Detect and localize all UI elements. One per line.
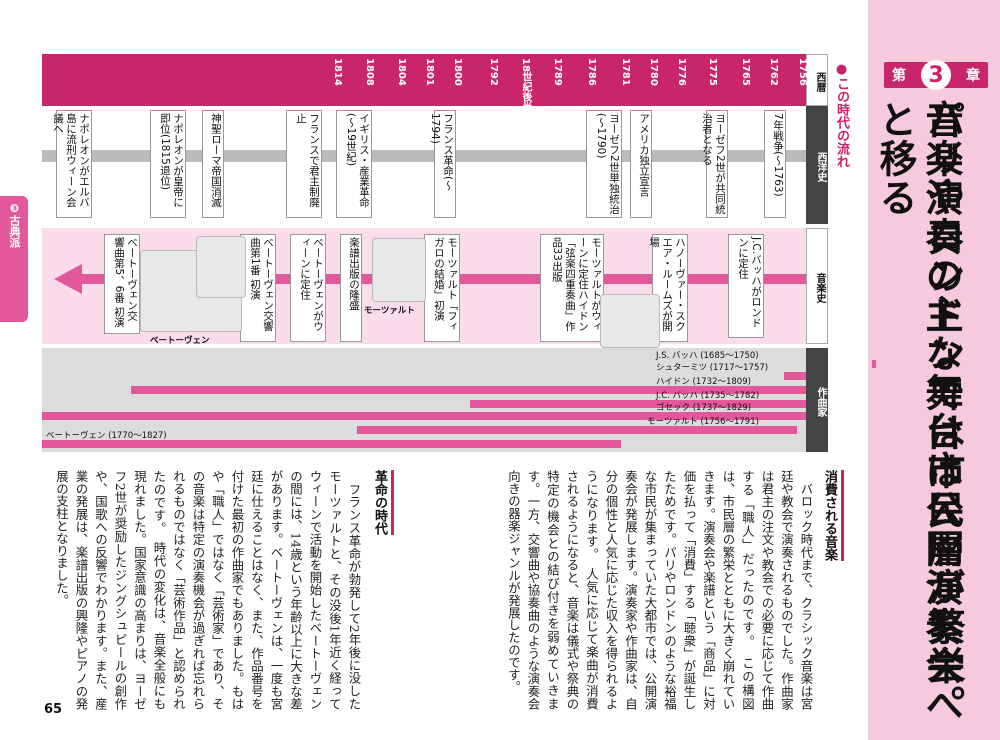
year-band	[42, 54, 806, 106]
western-event: 7年戦争(〜1763)	[764, 110, 786, 218]
section-title: 革命の時代	[370, 470, 394, 535]
western-event: アメリカ独立宣言	[630, 110, 652, 218]
vienna-building-icon	[196, 236, 246, 298]
music-event: ベートーヴェン交響曲第5、6番 初演	[104, 234, 140, 334]
row-label-composers: 作曲家	[806, 348, 828, 452]
year-label: 1781	[620, 58, 631, 86]
music-history-arrowhead	[54, 264, 82, 294]
portrait-label-beethoven: ベートーヴェン	[150, 336, 210, 346]
section-title: 消費される音楽	[820, 470, 844, 561]
year-label: 1765	[740, 58, 751, 86]
composer-label: J.C. バッハ (1735〜1782)	[656, 391, 760, 401]
year-label: 1762	[768, 58, 779, 86]
composer-lifespan-bar	[470, 400, 806, 408]
composer-lifespan-bar	[42, 412, 806, 420]
page-number: 65	[44, 702, 63, 717]
year-label: 1792	[488, 58, 499, 86]
timeline-heading: ●この時代の流れ	[834, 62, 849, 168]
row-label-music: 音楽史	[806, 228, 828, 344]
composer-lifespan-bar	[872, 360, 877, 368]
music-event: ベートーヴェンがウィーンに定住	[290, 234, 326, 342]
year-label: 1786	[586, 58, 597, 86]
western-event: ヨーゼフ2世が共同統治者となる	[701, 110, 728, 218]
row-label-western: 西洋史	[806, 106, 828, 224]
headline-line1: パリやロンドンでは市民層が繁栄。	[921, 100, 965, 724]
section-paragraph: バロック時代まで、クラシック音楽は宮廷や教会で演奏されるものでした。作曲家は君主…	[506, 470, 815, 710]
year-label: 1780	[648, 58, 659, 86]
music-event: ベートーヴェン交響曲第1番 初演	[240, 234, 276, 342]
composer-label: ベートーヴェン (1770〜1827)	[46, 431, 167, 441]
year-label: 1775	[707, 58, 718, 86]
headline-line2: 音楽演奏の主な舞台は公開演奏会へと移る	[873, 100, 963, 724]
composer-lifespan-bar	[357, 426, 797, 434]
year-label: 1756	[797, 58, 808, 86]
year-label: 1800	[452, 58, 463, 86]
chapter-prefix: 第	[892, 68, 906, 84]
side-tab-label: ❸古典派	[8, 202, 21, 248]
composer-label: ゴセック (1737〜1829)	[656, 403, 752, 413]
year-label: 18世紀後半	[520, 58, 531, 112]
western-event: ナポレオンがエルバ島に流刑ウィーン会議へ	[52, 110, 92, 218]
music-event: J.C.バッハがロンドンに定住	[728, 234, 764, 338]
year-label: 1814	[332, 58, 343, 86]
composer-lifespan-bar	[784, 372, 806, 380]
year-label: 1804	[396, 58, 407, 86]
composer-lifespan-bar	[130, 386, 806, 394]
section-side-tab	[0, 196, 28, 322]
chapter-suffix: 章	[966, 68, 980, 84]
composer-label: J.S. バッハ (1685〜1750)	[656, 351, 759, 361]
music-event: モーツァルトがウィーンに定住ハイドン「弦楽四重奏曲」作品33出版	[540, 234, 604, 342]
row-label-years: 西暦	[806, 54, 828, 106]
western-event: フランスで君主制廃止	[286, 110, 322, 218]
hanover-square-rooms-icon	[600, 294, 660, 348]
western-event: イギリス・産業革命(〜19世紀)	[336, 110, 372, 218]
music-event: モーツァルト「フィガロの結婚」初演	[424, 234, 460, 342]
composer-label: ハイドン (1732〜1809)	[656, 377, 751, 387]
year-label: 1801	[424, 58, 435, 86]
western-event: ナポレオンが皇帝に即位(1815退位)	[150, 110, 186, 218]
western-event: フランス革命(〜1794)	[429, 110, 456, 218]
year-label: 1776	[676, 58, 687, 86]
composer-label: シュターミツ (1717〜1757)	[656, 363, 769, 373]
music-event: 楽譜出版の隆盛	[340, 234, 362, 342]
section-paragraph: フランス革命が勃発して2年後に没したモーツァルトと、その没後1年近く経ってウィー…	[54, 470, 363, 710]
western-event: ヨーゼフ2世単独統治(〜1790)	[586, 110, 622, 218]
composer-label: モーツァルト (1756〜1791)	[647, 417, 759, 427]
mozart-portrait-icon	[372, 238, 426, 302]
composer-lifespan-bar	[42, 440, 622, 448]
western-event: 神聖ローマ帝国消滅	[202, 110, 224, 218]
chapter-number: 3	[921, 60, 951, 90]
chapter-badge: 第 3 章	[884, 60, 988, 90]
right-title-band	[868, 0, 1000, 740]
portrait-label-mozart: モーツァルト	[364, 306, 415, 316]
year-label: 1789	[552, 58, 563, 86]
year-label: 1808	[364, 58, 375, 86]
